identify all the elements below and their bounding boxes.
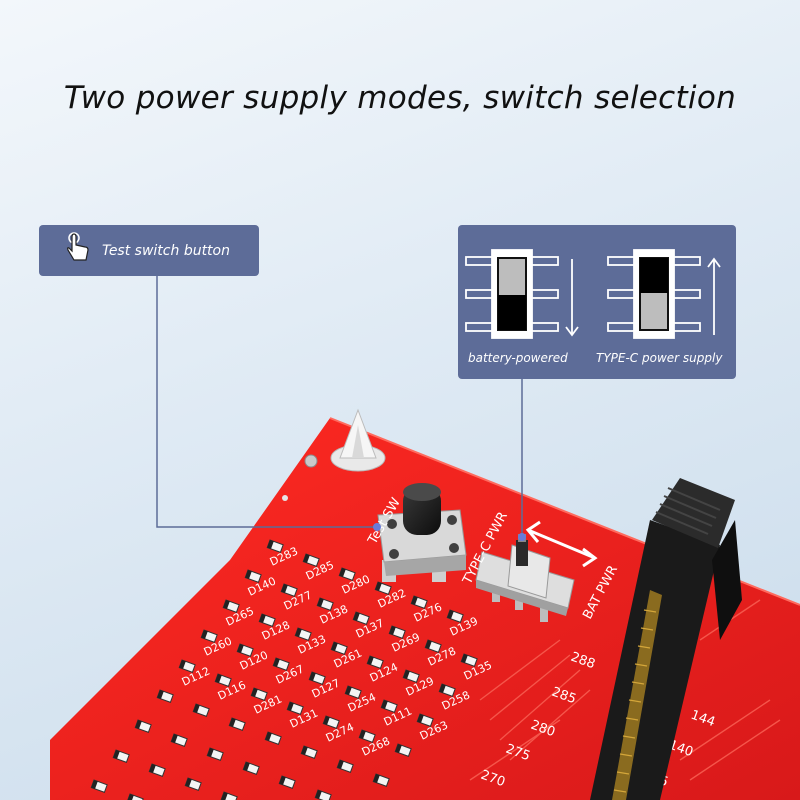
- typec-power-label: TYPE-C power supply: [596, 351, 723, 365]
- test-switch-label: Test switch button: [102, 243, 230, 259]
- smd-led-cathode: [303, 554, 310, 563]
- slide-switch: [475, 534, 575, 622]
- smd-led-cathode: [259, 614, 266, 623]
- smd-led-cathode: [193, 704, 200, 713]
- smd-led-cathode: [461, 654, 468, 663]
- down-arrow-icon: [565, 259, 579, 337]
- pci-connector-slot: [590, 478, 742, 800]
- smd-led-cathode: [229, 718, 236, 727]
- tactile-switch: [377, 483, 467, 582]
- smd-led-cathode: [411, 596, 418, 605]
- callout-test-switch: Test switch button: [39, 225, 259, 276]
- smd-led-cathode: [339, 568, 346, 577]
- smd-led-cathode: [251, 688, 258, 697]
- smd-led-cathode: [323, 716, 330, 725]
- smd-led-cathode: [353, 612, 360, 621]
- standoff: [330, 408, 386, 472]
- smd-led-cathode: [315, 790, 322, 799]
- smd-led-cathode: [201, 630, 208, 639]
- smd-led-cathode: [395, 744, 402, 753]
- smd-led-cathode: [221, 792, 228, 800]
- up-arrow-icon: [707, 257, 721, 335]
- smd-led-cathode: [223, 600, 230, 609]
- smd-led-cathode: [149, 764, 156, 773]
- callout-power-modes: battery-powered TYPE-C power supply: [458, 225, 736, 379]
- smd-led-cathode: [135, 720, 142, 729]
- hand-pointer-icon: [65, 231, 93, 269]
- smd-led-cathode: [157, 690, 164, 699]
- smd-led-cathode: [403, 670, 410, 679]
- smd-led-cathode: [439, 683, 446, 693]
- smd-led-cathode: [295, 628, 302, 637]
- smd-led-cathode: [373, 774, 380, 783]
- smd-led-cathode: [179, 660, 186, 669]
- battery-powered-label: battery-powered: [468, 351, 568, 365]
- smd-led-cathode: [359, 730, 366, 739]
- smd-led-cathode: [265, 732, 272, 741]
- smd-led-cathode: [301, 746, 308, 755]
- smd-led-cathode: [281, 584, 288, 593]
- smd-led-cathode: [309, 672, 316, 681]
- smd-led-cathode: [91, 780, 98, 789]
- smd-led-cathode: [267, 540, 274, 549]
- leader-line-test: [156, 276, 377, 528]
- smd-led-cathode: [279, 776, 286, 785]
- smd-led-cathode: [171, 734, 178, 743]
- smd-led-cathode: [389, 626, 396, 635]
- smd-led-cathode: [331, 642, 338, 651]
- smd-led-cathode: [207, 748, 214, 757]
- smd-led-cathode: [215, 674, 222, 683]
- smd-led-cathode: [447, 610, 454, 619]
- smd-led-cathode: [381, 700, 388, 709]
- smd-led-cathode: [127, 794, 134, 800]
- typec-switch-diagram: [607, 249, 701, 339]
- smd-led-cathode: [345, 686, 352, 695]
- smd-led-cathode: [237, 644, 244, 653]
- double-arrow-icon: [525, 520, 598, 568]
- smd-led-cathode: [417, 714, 424, 723]
- smd-led-cathode: [113, 750, 120, 759]
- smd-led-cathode: [337, 760, 344, 769]
- smd-led-cathode: [245, 570, 252, 579]
- smd-led-cathode: [367, 656, 374, 665]
- battery-switch-diagram: [465, 249, 559, 339]
- headline: Two power supply modes, switch selection: [63, 80, 737, 116]
- smd-led-cathode: [243, 762, 250, 771]
- smd-led-cathode: [375, 582, 382, 591]
- smd-led-cathode: [273, 658, 280, 667]
- smd-led-cathode: [287, 702, 294, 711]
- smd-led-cathode: [317, 598, 324, 607]
- smd-led-cathode: [185, 778, 192, 787]
- smd-led-cathode: [425, 640, 432, 649]
